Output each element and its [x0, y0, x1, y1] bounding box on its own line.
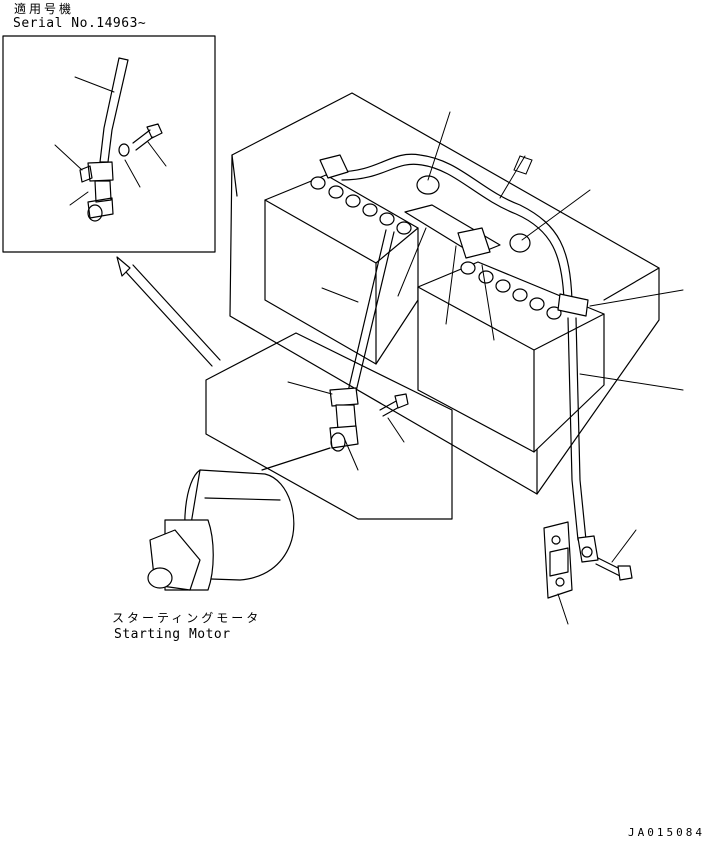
starter-cable-end	[329, 387, 409, 452]
inset-washer	[118, 143, 130, 157]
cable-clamp-2	[509, 233, 531, 253]
callout-region	[205, 332, 453, 520]
ground-strap	[543, 521, 633, 599]
starting-motor-label-jp: スターティングモータ	[112, 611, 262, 625]
applicability-label-jp: 適用号機	[14, 2, 75, 16]
battery-cables	[319, 153, 589, 541]
terminal-right	[557, 293, 589, 317]
detail-inset	[2, 35, 216, 253]
serial-number-label: Serial No.14963~	[13, 16, 147, 31]
inset-bolt	[132, 129, 154, 151]
inset-arrow	[116, 256, 213, 367]
inset-cable	[99, 57, 129, 163]
battery-left-caps	[310, 176, 412, 235]
drawing-id: JA015084	[628, 826, 705, 839]
starting-motor	[147, 447, 331, 591]
battery-right	[417, 261, 605, 453]
inset-frame	[2, 35, 216, 253]
terminal-left	[319, 154, 349, 179]
cable-clamp-1	[416, 175, 440, 195]
battery-right-caps	[460, 261, 562, 320]
battery-left	[264, 174, 419, 365]
inset-terminal-boot	[94, 180, 112, 203]
leader-lines	[287, 111, 684, 625]
starting-motor-label-en: Starting Motor	[114, 627, 231, 642]
inset-clamp	[87, 161, 114, 182]
